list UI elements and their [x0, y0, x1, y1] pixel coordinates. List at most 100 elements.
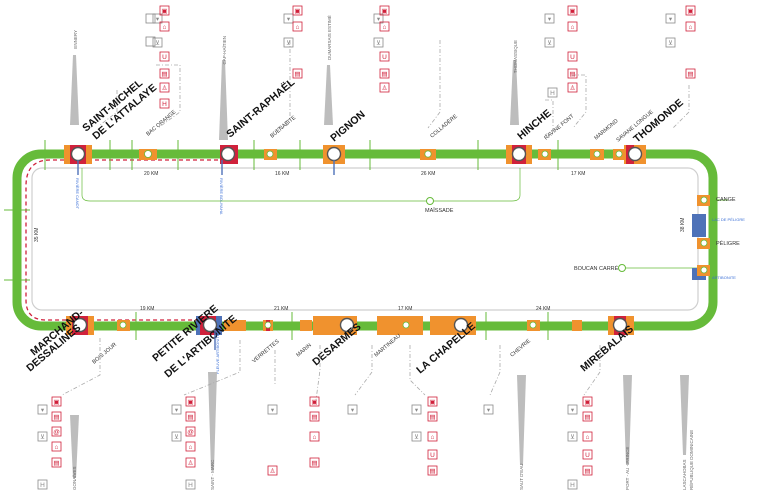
svg-text:▣: ▣ [429, 399, 435, 406]
station-bac-orange[interactable] [139, 149, 157, 160]
svg-text:♙: ♙ [382, 84, 388, 92]
svg-text:⊻: ⊻ [668, 39, 673, 47]
university-icon: U [567, 51, 578, 62]
svg-text:▤: ▤ [187, 414, 193, 421]
station-peligre[interactable] [700, 239, 708, 247]
station-chevrie[interactable] [527, 320, 540, 331]
label-chevrie: CHEVRIE [509, 338, 532, 359]
dist-bottom-4: 24 KM [536, 306, 550, 312]
hospital-icon: H [37, 479, 48, 490]
label-saint-raphael: SAINT-RAPHAËL [224, 75, 298, 140]
university-icon: U [582, 449, 593, 460]
basket-icon: ▾ [544, 13, 555, 24]
truck-icon: ▤ [159, 68, 170, 79]
hospital-icon: H [547, 87, 558, 98]
factory-icon: ⌂ [379, 21, 390, 32]
station-martineau[interactable] [377, 316, 423, 335]
station-verrettes[interactable] [224, 320, 273, 331]
station-mirebalais[interactable] [572, 316, 634, 335]
station-marmond[interactable] [590, 149, 604, 160]
station-saint-michel[interactable] [64, 145, 92, 164]
station-colladere[interactable] [420, 149, 436, 160]
label-peligre: PÉLIGRE [716, 240, 740, 247]
station-pignon[interactable] [323, 145, 345, 164]
top-rivers: RIVIÈRE CANOT RIVIÈRE BOUYAHA [75, 160, 335, 215]
label-buenabite: BUENABITE [269, 115, 297, 140]
label-marin: MARIN [295, 343, 312, 359]
branch-maissade: MAÏSSADE [81, 168, 521, 214]
dist-top-1: 20 KM [144, 171, 158, 177]
svg-text:▾: ▾ [487, 407, 491, 414]
svg-text:⌂: ⌂ [586, 434, 590, 441]
station-hinche[interactable] [506, 145, 532, 164]
svg-text:♙: ♙ [270, 467, 276, 475]
svg-text:⊻: ⊻ [547, 39, 552, 47]
label-bac-orange: BAC ORANGE [145, 109, 177, 137]
truck-icon: ▤ [427, 465, 438, 476]
svg-text:▣: ▣ [294, 8, 300, 15]
label-boucan-carre: BOUCAN CARRÉ [574, 265, 619, 272]
hospital-icon: H [567, 479, 578, 490]
dist-top-3: 26 KM [421, 171, 435, 177]
dist-left: 35 KM [34, 228, 40, 242]
bottom-connectors [61, 338, 601, 401]
svg-text:H: H [162, 101, 167, 108]
svg-text:⌂: ⌂ [163, 24, 167, 31]
bus-icon: ▣ [685, 5, 696, 16]
dest-saut-deau: SAUT D'EAU [519, 463, 524, 490]
svg-text:▤: ▤ [569, 71, 575, 78]
station-saint-raphael[interactable] [220, 145, 238, 164]
factory-icon: ⌂ [309, 431, 320, 442]
dist-bottom-1: 19 KM [140, 306, 154, 312]
svg-text:H: H [570, 482, 575, 489]
svg-text:U: U [162, 54, 167, 61]
dest-lascahobas: LASCAHOBAS [682, 459, 687, 490]
truck-icon: ▤ [51, 457, 62, 468]
main-loop [12, 149, 718, 331]
station-savane-longue[interactable] [613, 149, 625, 160]
dist-top-4: 17 KM [571, 171, 585, 177]
bus-icon: ▣ [292, 5, 303, 16]
bus-icon: ▣ [567, 5, 578, 16]
road-thomassique [510, 60, 519, 125]
station-bois-jour[interactable] [117, 320, 130, 331]
svg-text:⊻: ⊻ [286, 39, 291, 47]
svg-text:U: U [570, 54, 575, 61]
station-thomonde[interactable] [624, 145, 646, 164]
svg-text:▣: ▣ [311, 399, 317, 406]
truck-icon: ▤ [379, 68, 390, 79]
route-ticks [4, 140, 728, 340]
station-maissade[interactable] [426, 197, 434, 205]
svg-text:▾: ▾ [287, 16, 291, 23]
station-marchand[interactable] [66, 316, 94, 335]
hospital-icon: H [159, 98, 170, 109]
dest-port-au-prince: PORT - AU - PRINCE [625, 447, 630, 490]
station-la-chapelle[interactable] [430, 316, 476, 335]
truck-icon: ▤ [427, 411, 438, 422]
factory-icon: ⌂ [292, 21, 303, 32]
internet-icon: @ [185, 426, 196, 437]
cart-icon: ⊻ [283, 37, 294, 48]
dest-rep-dom: RÉPUBLIQUE DOMINICAINE [688, 430, 694, 490]
svg-text:⊻: ⊻ [414, 433, 419, 441]
station-marin[interactable] [300, 320, 312, 331]
station-cange[interactable] [700, 196, 708, 204]
truck-icon: ▤ [309, 411, 320, 422]
station-desarmes[interactable] [313, 316, 357, 335]
factory-icon: ⌂ [427, 431, 438, 442]
basket-icon: ▾ [152, 13, 163, 24]
label-cange: CANGE [716, 197, 736, 203]
svg-text:⌂: ⌂ [313, 434, 317, 441]
svg-text:U: U [430, 452, 435, 459]
station-buenabite[interactable] [264, 149, 277, 160]
dist-right: 38 KM [680, 218, 686, 232]
station-boucan-carre[interactable] [618, 264, 626, 272]
lake-peligre [692, 214, 706, 237]
truck-icon: ▤ [582, 465, 593, 476]
university-icon: U [379, 51, 390, 62]
dest-saint-marc: SAINT - MARC [210, 459, 215, 490]
label-bois-jour: BOIS JOUR [91, 342, 118, 366]
station-ravine-font[interactable] [538, 149, 551, 160]
person-icon: ♙ [379, 82, 390, 93]
